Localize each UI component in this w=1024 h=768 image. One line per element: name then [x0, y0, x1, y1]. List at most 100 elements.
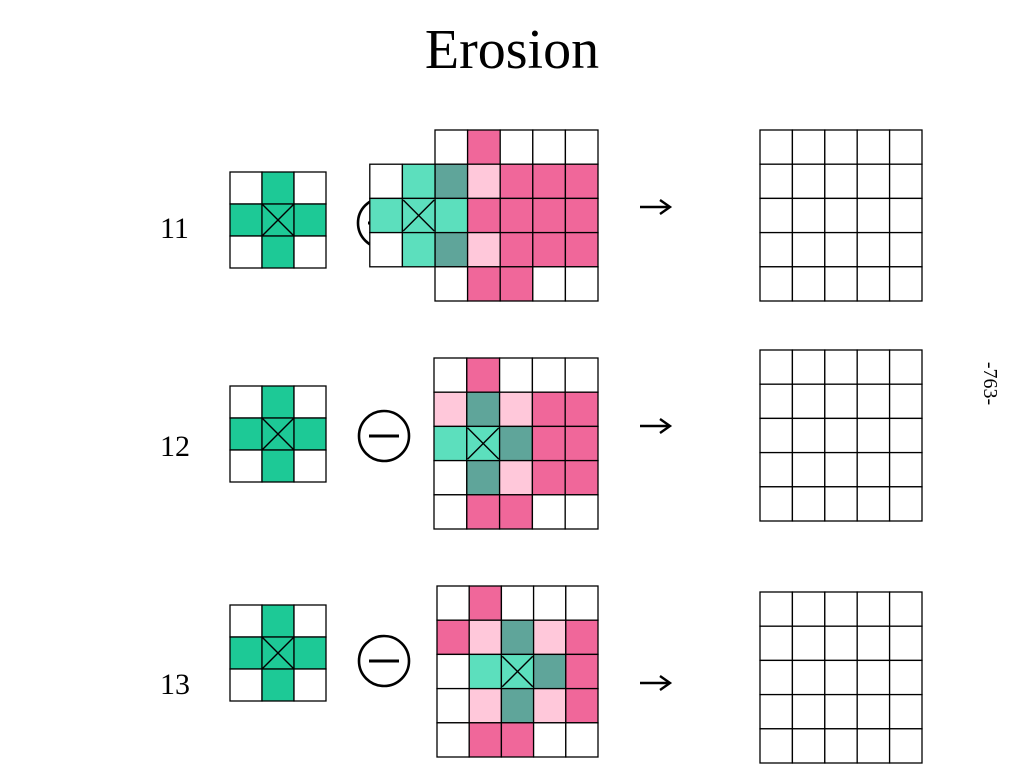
step-11-arrow-head [659, 199, 673, 215]
step-11-image-cell [499, 231, 534, 268]
step-12-result-cell [791, 349, 826, 385]
step-12-image-cell [564, 425, 599, 462]
step-13-result-cell [856, 728, 891, 764]
step-12-result-cell [856, 417, 891, 454]
step-11-se-cell [293, 171, 327, 205]
step-13-result-cell [888, 693, 923, 730]
step-11-image-cell [434, 266, 469, 302]
step-13-result-cell [791, 693, 826, 730]
step-12-result-cell [791, 383, 826, 420]
step-11-result-cell [791, 231, 826, 268]
step-11-image-cell [434, 197, 469, 234]
step-12-image-cell [531, 459, 566, 496]
step-12-image-origin-mark-b [467, 427, 500, 460]
step-12-se-cell [261, 449, 295, 483]
step-12-result-cell [888, 349, 923, 385]
step-12-result-cell [791, 451, 826, 488]
step-13-image-cell [500, 585, 535, 621]
step-12-result-cell [824, 451, 858, 488]
step-12-image-cell [466, 357, 501, 393]
step-12-image-cell [466, 494, 501, 530]
step-12-image-cell [433, 391, 468, 428]
step-11-image-cell [434, 129, 469, 165]
page-title: Erosion [424, 19, 600, 81]
step-13-image-cell [565, 687, 599, 724]
step-11-result-cell [856, 163, 891, 200]
step-11-se-overhang-cell [369, 231, 404, 268]
step-11-se-origin-mark-b [261, 203, 295, 237]
step-11-result-cell [759, 231, 794, 268]
step-11-se-cell [261, 235, 295, 269]
step-11-result-cell [759, 266, 794, 302]
step-13-se-origin-mark-b [261, 636, 295, 670]
step-12-result-cell [888, 383, 923, 420]
step-11-result-cell [856, 266, 891, 302]
step-13-image-cell [468, 619, 503, 656]
step-11-image-cell [466, 197, 501, 234]
step-13-result-cell [824, 693, 858, 730]
step-11-result-cell [856, 231, 891, 268]
step-13-se-cell [293, 668, 327, 702]
step-12-se-cell [293, 417, 327, 451]
step-13-image-cell [532, 585, 567, 621]
step-13-result-cell [759, 693, 794, 730]
step-13-se-cell [229, 668, 263, 702]
step-13-result-cell [759, 625, 794, 662]
step-13-image-cell [500, 722, 535, 758]
step-12-result-cell [824, 383, 858, 420]
step-12-result-cell [856, 383, 891, 420]
step-13-se-cell [261, 668, 295, 702]
step-13-result-cell [759, 591, 794, 627]
step-12-result-cell [888, 486, 923, 522]
step-11-image-cell [466, 266, 501, 302]
step-11-se-overhang-cell [401, 163, 436, 200]
step-11-result-cell [888, 266, 923, 302]
step-12-image-cell [466, 459, 501, 496]
step-12-result-cell [856, 451, 891, 488]
step-13-image-cell [436, 722, 470, 758]
step-11-se-cell [261, 171, 295, 205]
step-12-image-cell [564, 357, 599, 393]
step-12-result-cell [824, 417, 858, 454]
step-11-se-overhang-cell [369, 163, 404, 200]
step-11-result-cell [824, 231, 858, 268]
step-11-result-cell [791, 266, 826, 302]
step-11-result-cell [888, 231, 923, 268]
step-12-image-cell [531, 494, 566, 530]
step-11-image-cell [434, 163, 469, 200]
step-12-result-cell [824, 349, 858, 385]
step-12-image-cell [498, 357, 534, 393]
step-13-result-cell [759, 728, 794, 764]
step-13-result-cell [856, 693, 891, 730]
step-13-result-cell [791, 659, 826, 696]
step-11-image-cell [564, 197, 599, 234]
step-12-image-cell [498, 425, 534, 462]
step-11-image-cell [564, 266, 599, 302]
step-11-result-cell [759, 197, 794, 234]
step-12-result-cell [856, 486, 891, 522]
step-13-result-cell [824, 591, 858, 627]
step-11-image-cell [499, 266, 534, 302]
step-13-result-cell [888, 625, 923, 662]
step-11-image-cell [564, 129, 599, 165]
step-13-result-cell [791, 728, 826, 764]
step-12-result-cell [824, 486, 858, 522]
step-11-image-cell [564, 163, 599, 200]
step-13-image-cell [532, 653, 567, 690]
step-13-image-cell [468, 653, 503, 690]
step-13-image-cell [565, 585, 599, 621]
step-12-result-cell [791, 417, 826, 454]
step-11-se-cell [229, 203, 263, 237]
step-11-result-cell [856, 197, 891, 234]
step-11-result-cell [791, 163, 826, 200]
step-11-result-cell [824, 197, 858, 234]
step-12-image-cell [433, 494, 468, 530]
step-13-image-cell [500, 687, 535, 724]
step-11-result-cell [824, 129, 858, 165]
step-13-image-cell [436, 687, 470, 724]
step-12-image-cell [531, 357, 566, 393]
step-11-result-cell [888, 163, 923, 200]
step-11-result-cell [791, 129, 826, 165]
step-11-result-cell [791, 197, 826, 234]
